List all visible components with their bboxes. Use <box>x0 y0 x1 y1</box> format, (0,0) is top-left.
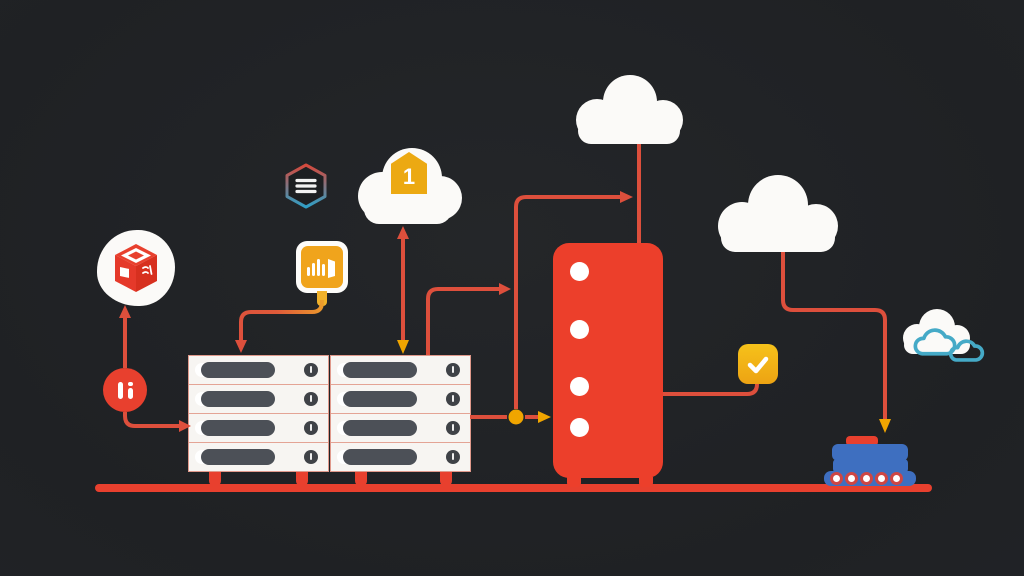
tower-foot <box>639 477 653 487</box>
arrow-right-to-junction-line <box>499 283 511 295</box>
rack-leg <box>355 472 367 486</box>
stack-light <box>848 475 855 482</box>
connector-stream-to-rack-left <box>239 300 324 340</box>
cube-blob <box>97 230 175 306</box>
rack-leg <box>209 472 221 486</box>
package-cube-icon <box>115 244 157 292</box>
badge-label: 1 <box>402 164 416 189</box>
arrow-up-to-cloud-one <box>397 226 409 239</box>
small-cloud <box>897 302 985 362</box>
cloud-sync-icon <box>913 328 985 362</box>
stack-light <box>893 475 900 482</box>
big-cloud <box>570 70 688 146</box>
cloud-icon <box>576 75 683 144</box>
stack-light <box>863 475 870 482</box>
cloud-icon <box>718 175 838 252</box>
stack-layer <box>824 471 916 486</box>
tower-led <box>570 377 589 396</box>
check-badge <box>738 344 778 384</box>
rack-right <box>330 355 471 472</box>
tower-led <box>570 262 589 281</box>
stack-cap <box>846 436 878 446</box>
power-led-icon <box>304 363 318 377</box>
rack-row <box>331 385 470 414</box>
stream-icon <box>296 241 348 306</box>
power-led-icon <box>446 450 460 464</box>
cloud-one: 1 <box>352 138 464 226</box>
power-led-icon <box>304 392 318 406</box>
connector-cloud-to-stack <box>781 252 887 419</box>
rack-left <box>188 355 329 472</box>
rack-row <box>189 385 328 414</box>
stack-light <box>833 475 840 482</box>
power-led-icon <box>446 392 460 406</box>
stack-layer <box>832 444 908 461</box>
rack-row <box>331 443 470 471</box>
power-led-icon <box>304 421 318 435</box>
cable-plug <box>317 291 327 306</box>
connector-rack-right-to-junction-line <box>426 287 499 355</box>
power-led-icon <box>446 363 460 377</box>
stack-light <box>878 475 885 482</box>
junction-dot <box>508 409 524 425</box>
rack-leg <box>296 472 308 486</box>
rack-row <box>189 414 328 443</box>
arrow-right-to-tower <box>538 411 551 423</box>
arrow-up-to-cube <box>119 305 131 318</box>
arrow-down-to-stack <box>879 419 891 433</box>
connector-pause-to-rack-left <box>123 412 179 428</box>
rack-row <box>189 443 328 471</box>
tower-server <box>553 243 663 478</box>
right-cloud <box>711 170 845 254</box>
arrow-down-to-rack-right <box>397 340 409 354</box>
tower-foot <box>567 477 581 487</box>
checkmark-icon <box>747 356 769 374</box>
rack-row <box>189 356 328 385</box>
tower-led <box>570 320 589 339</box>
tower-led <box>570 418 589 437</box>
data-stream-icon <box>301 246 343 288</box>
pause-icon <box>117 381 133 399</box>
arrow-down-to-rack-left <box>235 340 247 353</box>
power-led-icon <box>446 421 460 435</box>
ground-baseline <box>95 484 932 492</box>
arrow-right-to-cloud-line <box>620 191 633 203</box>
list-hexagon-icon <box>285 163 327 209</box>
rack-leg <box>440 472 452 486</box>
connector-tower-to-check <box>663 383 759 396</box>
pause-badge <box>103 368 147 412</box>
blue-stack <box>823 436 916 486</box>
arrow-right-to-rack-left <box>179 420 191 432</box>
connector-junction-to-cloud-line <box>514 195 620 409</box>
rack-row <box>331 414 470 443</box>
rack-row <box>331 356 470 385</box>
stack-layer <box>833 459 908 473</box>
power-led-icon <box>304 450 318 464</box>
